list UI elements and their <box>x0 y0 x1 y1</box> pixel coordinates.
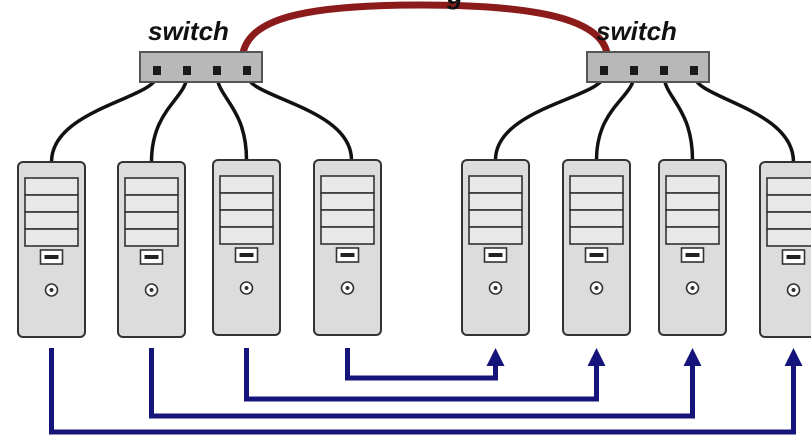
server-4 <box>313 159 382 336</box>
power-button-dot <box>244 286 249 290</box>
drive-bay <box>24 228 79 247</box>
drive-bay <box>124 177 179 196</box>
drive-bay <box>468 209 523 228</box>
pair-link-3 <box>149 348 702 419</box>
switch-label-left: switch <box>148 16 229 46</box>
disk-slot-slit <box>786 255 801 259</box>
drive-bay <box>24 177 79 196</box>
server-5 <box>461 159 530 336</box>
power-button-dot <box>791 288 796 292</box>
drive-bay <box>320 175 375 194</box>
drive-bay <box>665 226 720 245</box>
drive-bay <box>219 209 274 228</box>
network-cable <box>493 74 606 161</box>
drive-bay <box>219 226 274 245</box>
server-1 <box>17 161 86 338</box>
arrowhead-icon <box>486 348 505 366</box>
switch-port <box>630 66 638 75</box>
network-cable <box>692 74 796 163</box>
drive-bay <box>24 211 79 230</box>
drive-bay <box>468 175 523 194</box>
switch-right <box>586 51 710 83</box>
switch-port <box>660 66 668 75</box>
drive-bay <box>24 194 79 213</box>
server-8 <box>759 161 811 338</box>
network-cable <box>149 74 189 163</box>
switch-group <box>139 51 710 83</box>
pair-link-1 <box>345 348 505 381</box>
switch-port <box>153 66 161 75</box>
drive-bay <box>468 192 523 211</box>
pair-link-line <box>49 348 796 435</box>
drive-bay <box>569 192 624 211</box>
server-3 <box>212 159 281 336</box>
drive-bay <box>569 175 624 194</box>
pair-link-line <box>149 348 695 419</box>
pair-link-group <box>49 348 803 435</box>
arrowhead-icon <box>784 348 803 366</box>
drive-bay <box>219 192 274 211</box>
switch-port <box>183 66 191 75</box>
inter-switch-link-label: g <box>446 0 463 10</box>
power-button-dot <box>493 286 498 290</box>
drive-bay <box>569 226 624 245</box>
drive-bay <box>665 175 720 194</box>
drive-bay <box>665 192 720 211</box>
drive-bay <box>766 211 811 230</box>
arrowhead-icon <box>683 348 702 366</box>
drive-bay <box>468 226 523 245</box>
pair-link-line <box>244 348 599 402</box>
drive-bay <box>766 194 811 213</box>
power-button-dot <box>594 286 599 290</box>
arrowhead-icon <box>587 348 606 366</box>
network-cable <box>49 74 159 163</box>
disk-slot-slit <box>44 255 59 259</box>
drive-bay <box>219 175 274 194</box>
server-7 <box>658 159 727 336</box>
switch-port <box>600 66 608 75</box>
disk-slot-slit <box>340 253 355 257</box>
drive-bay <box>320 192 375 211</box>
switch-left <box>139 51 263 83</box>
switch-label-right: switch <box>596 16 677 46</box>
server-2 <box>117 161 186 338</box>
drive-bay <box>665 209 720 228</box>
drive-bay <box>320 209 375 228</box>
disk-slot-slit <box>589 253 604 257</box>
switch-port <box>213 66 221 75</box>
network-cable <box>215 74 249 161</box>
power-button-dot <box>345 286 350 290</box>
switch-port <box>243 66 251 75</box>
power-button-dot <box>149 288 154 292</box>
network-cable <box>245 74 354 161</box>
pair-link-line <box>345 348 498 381</box>
drive-bay <box>569 209 624 228</box>
power-button-dot <box>49 288 54 292</box>
server-6 <box>562 159 631 336</box>
disk-slot-slit <box>144 255 159 259</box>
drive-bay <box>766 177 811 196</box>
disk-slot-slit <box>239 253 254 257</box>
inter-switch-link <box>239 1 611 57</box>
server-group <box>17 159 811 338</box>
disk-slot-slit <box>685 253 700 257</box>
cable-group <box>49 74 796 163</box>
switch-port <box>690 66 698 75</box>
power-button-dot <box>690 286 695 290</box>
drive-bay <box>320 226 375 245</box>
network-cable <box>594 74 636 161</box>
drive-bay <box>766 228 811 247</box>
drive-bay <box>124 211 179 230</box>
drive-bay <box>124 194 179 213</box>
drive-bay <box>124 228 179 247</box>
disk-slot-slit <box>488 253 503 257</box>
pair-link-4 <box>49 348 803 435</box>
network-cable <box>662 74 695 161</box>
pair-link-2 <box>244 348 606 402</box>
